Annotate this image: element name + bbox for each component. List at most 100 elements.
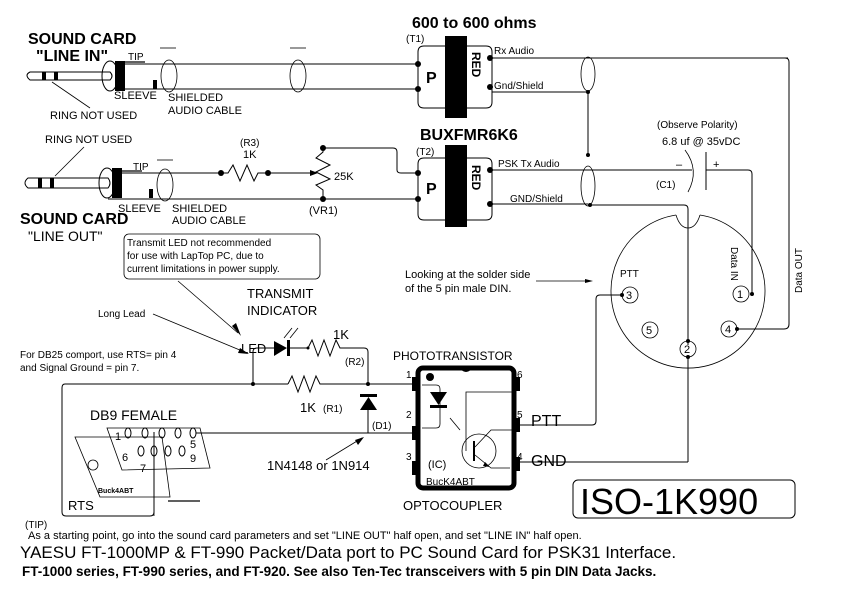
t1-gnd-label: Gnd/Shield	[494, 81, 543, 92]
svg-text:5: 5	[646, 325, 652, 337]
line-out-cable-label-1: SHIELDED	[172, 203, 227, 215]
opto-gnd-label: GND	[531, 453, 567, 470]
db9-pin-9-label: 9	[190, 453, 196, 465]
led-note-1: Transmit LED not recommended	[127, 238, 271, 249]
cable-shield-icon	[160, 59, 178, 93]
opto-ptt-label: PTT	[531, 413, 561, 430]
opto-brand: BucK4ABT	[426, 477, 475, 488]
optocoupler-bottom-label: OPTOCOUPLER	[403, 498, 502, 513]
r2-ref: (R2)	[345, 357, 364, 368]
line-in-ring-label: RING NOT USED	[50, 110, 137, 122]
led-transmit-indicator: LED	[241, 327, 310, 385]
din-pin-5	[641, 321, 659, 339]
diode-d1: (D1) 1N4148 or 1N914	[267, 394, 391, 473]
ring-pointer	[51, 81, 91, 109]
t1-core	[445, 36, 467, 118]
transformer-t2: BUXFMR6K6 (T2) P RED PSK Tx Audio GND/Sh…	[415, 127, 692, 345]
cable-shield-icon	[289, 59, 307, 93]
tip-label: (TIP)	[25, 520, 47, 531]
potentiometer-vr1: 25K (VR1)	[309, 145, 418, 217]
din-connector: Looking at the solder side of the 5 pin …	[405, 57, 805, 463]
line-out-subtitle: "LINE OUT"	[28, 228, 103, 244]
din-note-1: Looking at the solder side	[405, 269, 530, 281]
svg-text:4: 4	[725, 324, 731, 336]
title-badge: ISO-1K990	[572, 479, 796, 522]
led-note-2: for use with LapTop PC, due to	[127, 251, 264, 262]
t2-tx-audio-label: PSK Tx Audio	[498, 159, 560, 170]
diode-icon	[360, 397, 377, 410]
t1-brand: RED	[469, 52, 483, 78]
din-data-out-label: Data OUT	[794, 248, 805, 293]
db25-note-2: and Signal Ground = pin 7.	[20, 363, 139, 374]
d1-part: 1N4148 or 1N914	[267, 458, 370, 473]
db9-brand: Buck4ABT	[98, 488, 134, 495]
t2-gnd-label: GND/Shield	[510, 194, 563, 205]
cable-shield-icon	[580, 56, 596, 92]
phototransistor-icon	[461, 433, 497, 469]
resistor-r3: (R3) 1K	[218, 138, 318, 183]
line-out-sleeve-label: SLEEVE	[118, 203, 161, 215]
r3-value: 1K	[243, 149, 257, 161]
sound-card-line-out: RING NOT USED TIP SLEEVE SOUND CARD "LIN…	[20, 134, 418, 244]
transmit-indicator-2: INDICATOR	[247, 303, 317, 318]
vr1-ref: (VR1)	[309, 205, 338, 217]
line-in-subtitle: "LINE IN"	[36, 48, 108, 65]
led-label: LED	[241, 341, 266, 356]
t1-ref: (T1)	[406, 34, 424, 45]
c1-minus: –	[676, 159, 683, 171]
line-in-title: SOUND CARD	[28, 31, 136, 48]
t2-heading: BUXFMR6K6	[420, 127, 518, 144]
opto-pin-2: 2	[406, 410, 412, 421]
t2-ref: (T2)	[416, 147, 434, 158]
c1-plus: +	[713, 159, 719, 171]
svg-text:3: 3	[626, 290, 632, 302]
led-note-3: current limitations in power supply.	[127, 264, 280, 275]
led-icon	[274, 341, 287, 356]
c1-value: 6.8 uf @ 35vDC	[662, 136, 740, 148]
footer-line-2: FT-1000 series, FT-990 series, and FT-92…	[22, 564, 656, 579]
transmit-indicator-1: TRANSMIT	[247, 286, 314, 301]
d1-ref: (D1)	[372, 421, 391, 432]
line-in-tip-label: TIP	[128, 52, 144, 63]
c1-note: (Observe Polarity)	[657, 120, 738, 131]
led-note: Transmit LED not recommended for use wit…	[123, 233, 321, 336]
line-out-plug-icon	[24, 167, 153, 199]
db25-note-1: For DB25 comport, use RTS= pin 4	[20, 350, 177, 361]
svg-text:2: 2	[684, 344, 690, 356]
r2-value: 1K	[333, 327, 349, 342]
line-out-ring-label: RING NOT USED	[45, 134, 132, 146]
footer-line-1: YAESU FT-1000MP & FT-990 Packet/Data por…	[20, 543, 676, 562]
line-out-title: SOUND CARD	[20, 211, 128, 228]
r3-ref: (R3)	[240, 138, 259, 149]
line-in-plug-icon	[26, 60, 157, 92]
line-out-cable-label-2: AUDIO CABLE	[172, 215, 246, 227]
db9-connector: DB9 FEMALE 1 5 6 7 9 Buck4ABT RTS	[61, 383, 211, 517]
resistor-r1: 1K (R1)	[65, 374, 418, 415]
db9-pin-5-label: 5	[190, 439, 196, 451]
opto-pin-5: 5	[517, 410, 523, 421]
din-data-in-label: Data IN	[728, 247, 739, 281]
db9-title: DB9 FEMALE	[90, 407, 177, 423]
t2-primary-label: P	[426, 181, 437, 198]
cable-shield-icon	[156, 168, 174, 202]
opto-pin-3: 3	[406, 452, 412, 463]
din-pin-1	[732, 285, 750, 303]
optocoupler-ic: PHOTOTRANSISTOR 1 2 3 4 5 6 (IC) BucK4AB…	[393, 349, 567, 513]
line-in-cable-label-1: SHIELDED	[168, 92, 223, 104]
vr1-value: 25K	[334, 171, 354, 183]
transformer-t1: 600 to 600 ohms (T1) P RED Rx Audio Gnd/…	[406, 15, 788, 155]
db9-pin-7-label: 7	[140, 463, 146, 475]
db9-rts-label: RTS	[68, 498, 94, 513]
opto-pin-6: 6	[517, 370, 523, 381]
line-in-sleeve-label: SLEEVE	[114, 90, 157, 102]
r1-ref: (R1)	[323, 404, 342, 415]
db9-shell-icon	[74, 436, 171, 498]
t2-core	[445, 145, 467, 227]
c1-ref: (C1)	[656, 180, 675, 191]
t1-primary-label: P	[426, 70, 437, 87]
db9-pin-6-label: 6	[122, 452, 128, 464]
svg-text:1: 1	[737, 289, 743, 301]
r1-value: 1K	[300, 400, 316, 415]
t1-rx-audio-label: Rx Audio	[494, 46, 534, 57]
